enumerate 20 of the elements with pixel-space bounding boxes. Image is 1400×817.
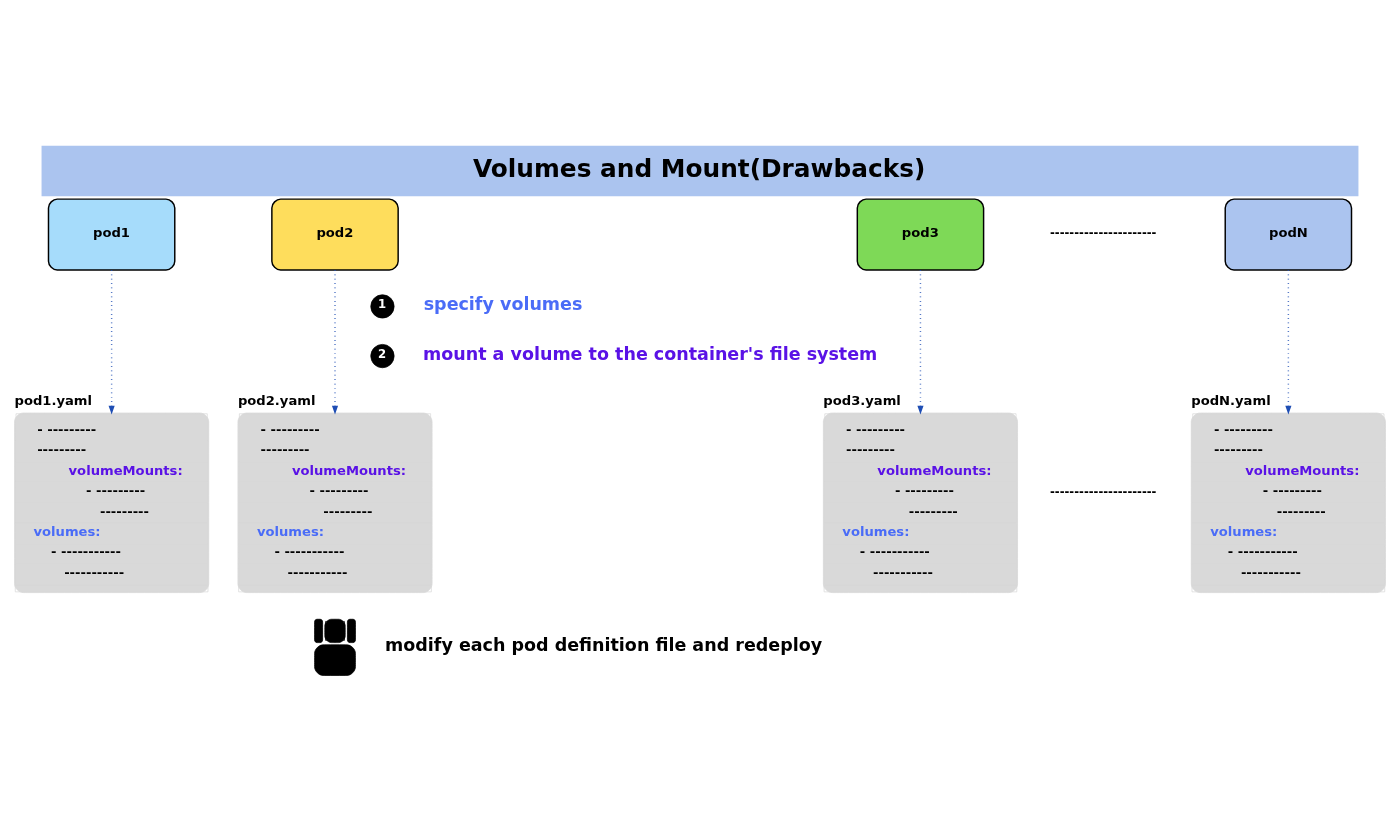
- node-box: pod2: [271, 197, 399, 271]
- node-label: pod1.yaml: [14, 392, 93, 408]
- arrow: [331, 268, 339, 414]
- arrow: [108, 268, 115, 414]
- node-label: podN.yaml: [1191, 392, 1271, 408]
- arrow: [1285, 268, 1292, 414]
- node-box: pod1: [47, 197, 176, 271]
- node-label: pod3.yaml: [823, 392, 901, 408]
- node-label: mount a volume to the container's file system: [422, 343, 878, 364]
- node-label: modify each pod definition file and redeploy: [385, 634, 823, 655]
- node-box: pod3: [856, 197, 985, 271]
- node-box: podN: [1224, 197, 1353, 271]
- label: ----------------------: [1050, 225, 1157, 240]
- label: ----------------------: [1050, 484, 1157, 499]
- node-label: specify volumes: [423, 293, 583, 314]
- arrow: [917, 268, 924, 414]
- node-circle: 1: [370, 293, 395, 318]
- node-circle: 2: [370, 343, 395, 368]
- node-label: pod2.yaml: [237, 392, 316, 408]
- diagram-title: Volumes and Mount(Drawbacks): [472, 153, 926, 183]
